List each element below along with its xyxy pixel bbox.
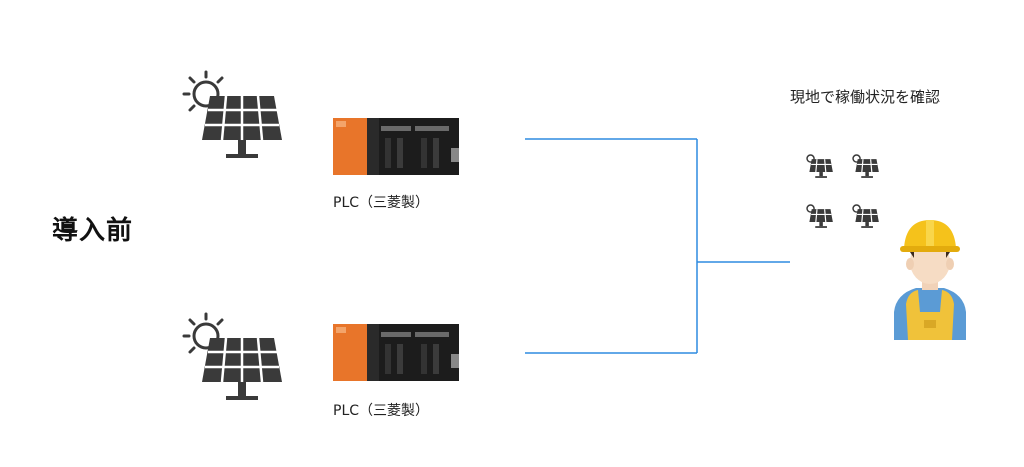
solar-panel-icon [852,204,879,228]
solar-panel-icon [806,204,833,228]
solar-panel-icon [806,154,833,178]
solar-panel-icon [182,70,282,158]
solar-panel-icon [182,312,282,400]
site-check-label: 現地で稼働状況を確認 [790,88,941,106]
solar-panel-icon [852,154,879,178]
plc-label: PLC（三菱製） [333,195,430,211]
plc-label: PLC（三菱製） [333,403,430,419]
page-title: 導入前 [52,216,134,246]
worker-icon [894,220,966,340]
plc-device-image [333,324,459,381]
plc-device-image [333,118,459,175]
